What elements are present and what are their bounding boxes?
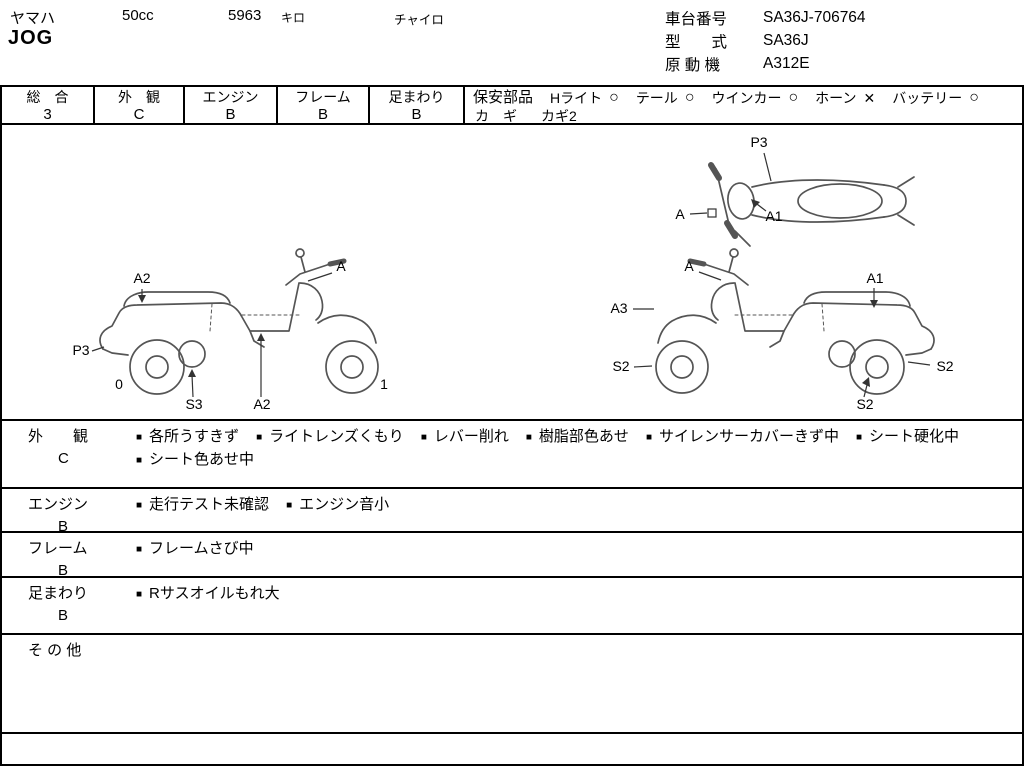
rating-undercarriage: 足まわり B xyxy=(370,87,465,123)
header: ヤマハ 50cc 5963 キロ チャイロ JOG 車台番号 SA36J-706… xyxy=(0,0,1024,85)
bullet-square-icon: ■ xyxy=(525,432,532,443)
note-items: ■走行テスト未確認 ■エンジン音小 xyxy=(132,489,1022,531)
damage-diagram-area: P3 A A1 A2 A P3 0 S3 A2 1 A A1 A3 S2 S2 … xyxy=(2,125,1022,421)
inspection-body: 総 合 3 外 観 C エンジン B フレーム B 足まわり B 保安部品 xyxy=(0,85,1024,766)
key-count: カギ2 xyxy=(541,108,577,124)
defect-item: ■Rサスオイルもれ大 xyxy=(136,585,280,602)
scooter-right-side-view xyxy=(656,249,934,394)
bullet-square-icon: ■ xyxy=(136,455,143,466)
note-grade: B xyxy=(58,562,69,578)
defect-item: ■樹脂部色あせ xyxy=(525,428,629,445)
note-items xyxy=(132,635,1022,732)
diagram-label: S3 xyxy=(185,396,202,412)
note-grade: B xyxy=(58,607,69,624)
bullet-square-icon: ■ xyxy=(136,432,143,443)
note-items: ■フレームさび中 xyxy=(132,533,1022,576)
note-label: フレーム xyxy=(28,540,88,557)
bullet-square-icon: ■ xyxy=(136,589,143,600)
bullet-square-icon: ■ xyxy=(136,500,143,511)
note-row-other: そ の 他 xyxy=(2,635,1022,734)
maker-name: ヤマハ xyxy=(10,10,56,27)
note-items: ■Rサスオイルもれ大 xyxy=(132,578,1022,633)
diagram-label: A2 xyxy=(253,396,270,412)
safety-winker: ウインカー ○ xyxy=(711,88,799,106)
bullet-square-icon: ■ xyxy=(136,544,143,555)
diagram-label: S2 xyxy=(612,358,629,374)
note-label: 外 観 xyxy=(28,428,89,445)
diagram-label: P3 xyxy=(72,342,89,358)
defect-item: ■走行テスト未確認 xyxy=(136,496,270,513)
diagram-label: A3 xyxy=(610,300,627,316)
diagram-label: A2 xyxy=(133,270,150,286)
diagram-label: A1 xyxy=(866,270,883,286)
type-value: SA36J xyxy=(763,31,809,49)
chassis-number-label: 車台番号 xyxy=(665,10,728,28)
diagram-label: A xyxy=(675,206,685,222)
safety-parts-title: 保安部品 xyxy=(473,88,534,106)
chassis-number-value: SA36J-706764 xyxy=(763,8,866,26)
bullet-square-icon: ■ xyxy=(420,432,427,443)
vehicle-id-block: 車台番号 SA36J-706764 型 式 SA36J 原 動 機 A312E xyxy=(665,6,866,75)
note-label: 足まわり xyxy=(28,585,89,602)
ng-cross-icon: ✕ xyxy=(863,89,876,106)
note-grade: C xyxy=(58,450,69,467)
leader-arrowheads xyxy=(138,199,878,387)
diagram-label: S2 xyxy=(856,396,873,412)
rating-exterior: 外 観 C xyxy=(95,87,185,123)
bullet-square-icon: ■ xyxy=(645,432,652,443)
defect-item: ■ライトレンズくもり xyxy=(256,428,404,445)
mileage-unit: キロ xyxy=(281,11,306,25)
defect-item: ■シート硬化中 xyxy=(856,428,960,445)
scooter-top-view xyxy=(708,162,915,247)
note-row-exterior: 外 観 C ■各所うすきず ■ライトレンズくもり ■レバー削れ ■樹脂部色あせ ■サイレ… xyxy=(2,421,1022,489)
engine-code-value: A312E xyxy=(763,54,810,72)
defect-item: ■フレームさび中 xyxy=(136,540,254,557)
safety-taillight: テール ○ xyxy=(635,88,695,106)
ratings-row: 総 合 3 外 観 C エンジン B フレーム B 足まわり B 保安部品 xyxy=(2,87,1022,125)
engine-code-label: 原 動 機 xyxy=(665,56,721,74)
diagram-label: 1 xyxy=(380,376,388,392)
ok-circle-icon: ○ xyxy=(969,88,979,106)
note-label: そ の 他 xyxy=(28,642,82,659)
bullet-square-icon: ■ xyxy=(256,432,263,443)
diagram-label: A xyxy=(336,258,346,274)
safety-parts-cell: 保安部品 Hライト ○ テール ○ ウインカー ○ ホーン xyxy=(465,87,1022,125)
note-label: エンジン xyxy=(28,496,89,513)
bullet-square-icon: ■ xyxy=(856,432,863,443)
defect-item: ■レバー削れ xyxy=(420,428,509,445)
safety-horn: ホーン ✕ xyxy=(815,89,876,106)
diagram-label: 0 xyxy=(115,376,123,392)
diagram-label: P3 xyxy=(750,134,767,150)
ok-circle-icon: ○ xyxy=(609,88,619,106)
body-color: チャイロ xyxy=(394,13,444,27)
model-name: JOG xyxy=(8,27,54,49)
diagram-label: A1 xyxy=(765,208,782,224)
rating-frame: フレーム B xyxy=(278,87,370,123)
defect-item: ■シート色あせ中 xyxy=(136,451,255,468)
note-row-engine: エンジン B ■走行テスト未確認 ■エンジン音小 xyxy=(2,489,1022,533)
ok-circle-icon: ○ xyxy=(788,88,799,106)
mileage-value: 5963 xyxy=(228,7,262,24)
note-row-undercarriage: 足まわり B ■Rサスオイルもれ大 xyxy=(2,578,1022,635)
defect-item: ■各所うすきず xyxy=(136,428,240,445)
defect-item: ■サイレンサーカバーきず中 xyxy=(645,428,839,445)
ok-circle-icon: ○ xyxy=(684,88,695,106)
rating-engine: エンジン B xyxy=(185,87,278,123)
note-grade: B xyxy=(58,518,69,533)
diagram-label: A xyxy=(684,258,694,274)
displacement: 50cc xyxy=(122,7,154,24)
rating-overall: 総 合 3 xyxy=(2,87,95,123)
bullet-square-icon: ■ xyxy=(286,500,293,511)
type-label: 型 式 xyxy=(665,33,728,51)
diagram-label: S2 xyxy=(936,358,953,374)
safety-battery: バッテリー ○ xyxy=(892,88,979,106)
leader-lines xyxy=(91,152,931,398)
safety-headlight: Hライト ○ xyxy=(550,88,619,106)
note-items: ■各所うすきず ■ライトレンズくもり ■レバー削れ ■樹脂部色あせ ■サイレンサーカバー… xyxy=(132,421,1022,487)
vehicle-diagram: P3 A A1 A2 A P3 0 S3 A2 1 A A1 A3 S2 S2 … xyxy=(72,134,953,412)
key-info: カ ギ カギ2 xyxy=(473,107,1014,125)
note-row-frame: フレーム B ■フレームさび中 xyxy=(2,533,1022,578)
defect-item: ■エンジン音小 xyxy=(286,496,390,513)
key-label: カ ギ xyxy=(475,108,517,124)
